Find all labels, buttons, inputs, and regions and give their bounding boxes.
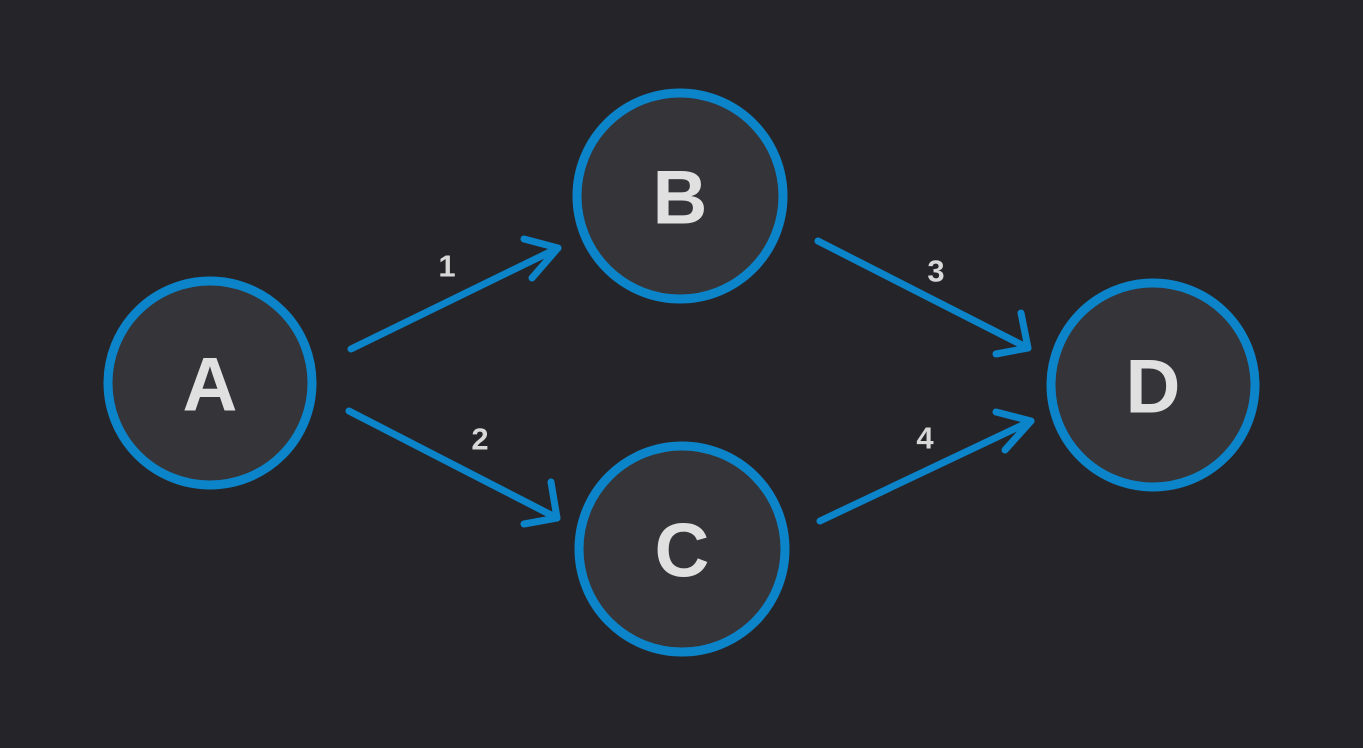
edge-a-c-label: 2 bbox=[471, 422, 488, 457]
edge-labels-group: 1 2 3 4 bbox=[438, 249, 944, 457]
node-b-label: B bbox=[653, 156, 708, 241]
node-c[interactable]: C bbox=[574, 441, 790, 657]
node-a-circle bbox=[103, 276, 317, 490]
edge-b-d[interactable] bbox=[814, 237, 1032, 358]
edge-b-d-line bbox=[814, 237, 1032, 352]
nodes-group: A B C D bbox=[103, 88, 1260, 657]
edge-a-b-label: 1 bbox=[438, 249, 455, 284]
edge-b-d-arrowhead bbox=[992, 309, 1032, 358]
edge-c-d[interactable] bbox=[816, 408, 1035, 525]
edge-b-d-label: 3 bbox=[927, 254, 944, 289]
edge-c-d-line bbox=[816, 417, 1035, 525]
edge-a-c-line bbox=[345, 407, 561, 522]
edge-c-d-label: 4 bbox=[916, 421, 934, 456]
node-a[interactable]: A bbox=[103, 276, 317, 490]
node-c-label: C bbox=[655, 509, 710, 594]
node-c-circle bbox=[574, 441, 790, 657]
node-d-label: D bbox=[1126, 345, 1181, 430]
edge-c-d-arrowhead bbox=[992, 408, 1035, 454]
edge-a-c-arrowhead bbox=[520, 478, 561, 528]
edge-a-b-arrowhead bbox=[520, 235, 562, 282]
node-d-circle bbox=[1046, 278, 1260, 492]
node-b[interactable]: B bbox=[572, 88, 788, 304]
node-a-label: A bbox=[183, 343, 238, 428]
edge-a-b[interactable] bbox=[347, 235, 562, 353]
node-d[interactable]: D bbox=[1046, 278, 1260, 492]
edges-group bbox=[345, 235, 1035, 528]
node-b-circle bbox=[572, 88, 788, 304]
edge-a-b-line bbox=[347, 244, 562, 353]
edge-a-c[interactable] bbox=[345, 407, 561, 528]
